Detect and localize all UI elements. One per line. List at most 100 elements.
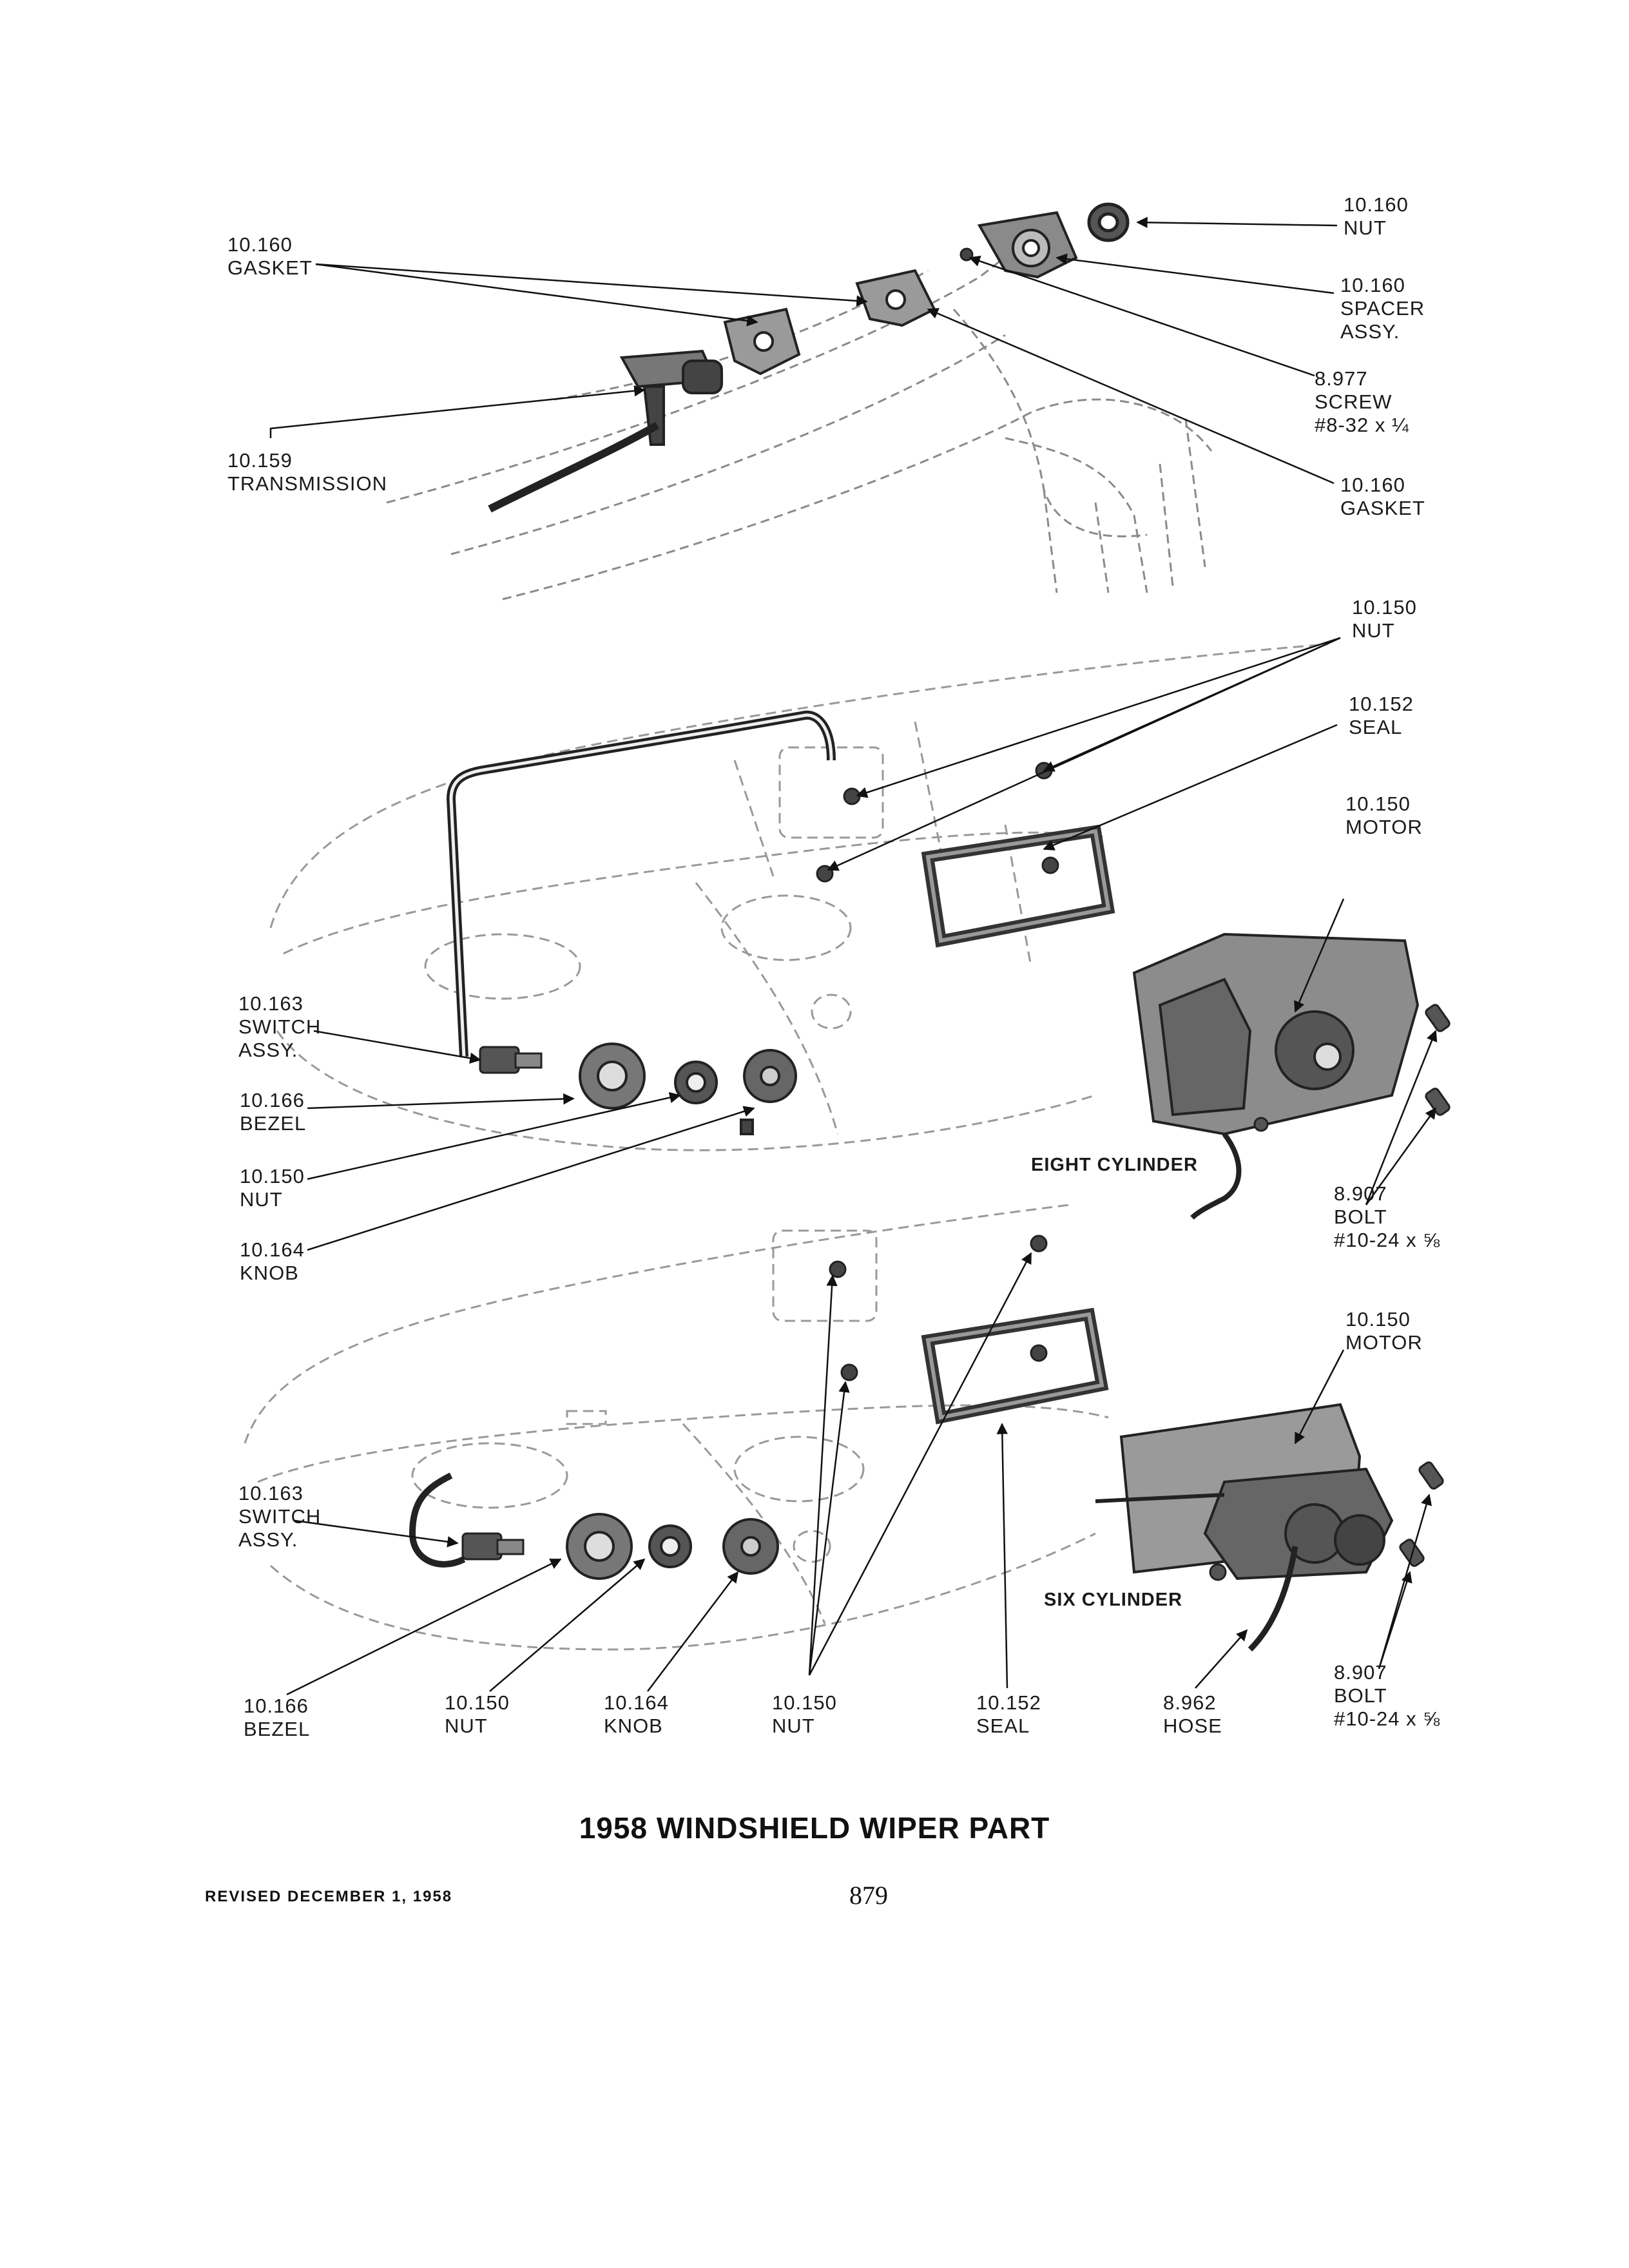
label-motor-eight: 10.150 MOTOR: [1345, 793, 1423, 839]
hose-six: [409, 1472, 466, 1568]
part-number: 10.150: [772, 1691, 837, 1714]
nuts-six: [829, 1235, 1048, 1381]
part-name: MOTOR: [1345, 1331, 1423, 1354]
caption-six-cylinder: SIX CYLINDER: [1044, 1588, 1182, 1611]
part-number: 10.150: [1345, 1308, 1411, 1331]
part-name: KNOB: [240, 1262, 299, 1284]
part-number: 8.907: [1334, 1661, 1387, 1684]
switch-six-part: [461, 1532, 525, 1561]
part-number: 10.160: [227, 233, 293, 256]
label-transmission: 10.159 TRANSMISSION: [227, 449, 387, 495]
part-name: NUT: [445, 1715, 488, 1737]
caption-eight-cylinder: EIGHT CYLINDER: [1031, 1153, 1198, 1177]
dash-outline-eight: [269, 643, 1328, 1151]
label-bezel-eight: 10.166 BEZEL: [240, 1089, 306, 1135]
part-name: MOTOR: [1345, 816, 1423, 838]
gasket-2: [855, 269, 936, 327]
transmission-part: [488, 349, 723, 513]
part-number: 10.150: [240, 1165, 305, 1187]
part-name: BOLT: [1334, 1206, 1387, 1228]
bezel-eight-part: [579, 1043, 646, 1110]
part-name: GASKET: [227, 256, 313, 279]
knob-eight-part: [740, 1049, 797, 1135]
part-name: SWITCH: [238, 1505, 322, 1528]
part-name: SWITCH: [238, 1015, 322, 1038]
part-name: SEAL: [976, 1715, 1030, 1737]
page-number: 879: [849, 1881, 888, 1910]
label-nut-mid: 10.150 NUT: [1352, 596, 1417, 642]
part-number: 10.160: [1340, 274, 1405, 296]
part-name: SPACER: [1340, 297, 1425, 320]
part-name: HOSE: [1163, 1715, 1222, 1737]
label-bezel-bottom: 10.166 BEZEL: [244, 1695, 310, 1741]
part-number: 10.152: [1349, 693, 1414, 715]
seal-eight-part: [921, 824, 1115, 948]
part-spec: #10-24 x ⅝: [1334, 1229, 1441, 1251]
part-number: 10.164: [240, 1238, 305, 1261]
label-nut-bottom-2: 10.150 NUT: [772, 1691, 837, 1738]
label-switch-six: 10.163 SWITCH ASSY.: [238, 1482, 321, 1552]
part-name: BEZEL: [244, 1718, 311, 1740]
part-name: KNOB: [604, 1715, 663, 1737]
part-number: 8.977: [1315, 367, 1368, 390]
label-bolt-six: 8.907 BOLT #10-24 x ⅝: [1334, 1661, 1440, 1731]
part-spec: #10-24 x ⅝: [1334, 1707, 1441, 1730]
label-knob-bottom: 10.164 KNOB: [604, 1691, 669, 1738]
label-bolt-eight: 8.907 BOLT #10-24 x ⅝: [1334, 1182, 1440, 1252]
part-name: SCREW: [1315, 390, 1393, 413]
part-name: ASSY.: [1340, 320, 1400, 343]
part-number: 10.160: [1340, 474, 1405, 496]
label-hose-bottom: 8.962 HOSE: [1163, 1691, 1222, 1738]
label-screw: 8.977 SCREW #8-32 x ¼: [1315, 367, 1409, 437]
label-motor-six: 10.150 MOTOR: [1345, 1308, 1423, 1354]
part-name: GASKET: [1340, 497, 1425, 519]
part-number: 10.150: [445, 1691, 510, 1714]
windshield-hose-eight-inner: [449, 713, 833, 1057]
nuts-eight: [816, 762, 1059, 883]
nut-top-part: [1087, 202, 1130, 242]
part-number: 10.166: [240, 1089, 305, 1111]
part-number: 8.962: [1163, 1691, 1217, 1714]
bezel-six-part: [566, 1513, 633, 1580]
part-number: 10.159: [227, 449, 293, 472]
label-nut-eight: 10.150 NUT: [240, 1165, 305, 1211]
part-name: NUT: [240, 1188, 283, 1211]
part-name: NUT: [1344, 216, 1387, 239]
label-switch-eight: 10.163 SWITCH ASSY.: [238, 992, 321, 1062]
part-name: ASSY.: [238, 1528, 298, 1551]
part-number: 10.150: [1352, 596, 1417, 619]
part-name: TRANSMISSION: [227, 472, 387, 495]
motor-eight-part: [1132, 932, 1420, 1220]
leader-lines: [269, 216, 1438, 1696]
spacer-assy-part: [977, 211, 1078, 279]
part-number: 10.160: [1344, 193, 1409, 216]
knob-six-part: [722, 1518, 779, 1575]
revision-date: REVISED DECEMBER 1, 1958: [205, 1888, 453, 1905]
label-gasket-top-left: 10.160 GASKET: [227, 233, 313, 280]
bolts-eight: [1253, 1004, 1451, 1132]
part-name: NUT: [1352, 619, 1395, 642]
switch-eight-part: [479, 1046, 543, 1074]
part-spec: #8-32 x ¼: [1315, 414, 1409, 436]
part-name: BEZEL: [240, 1112, 307, 1135]
part-number: 10.166: [244, 1695, 309, 1717]
part-name: BOLT: [1334, 1684, 1387, 1707]
dash-outline-six: [244, 1204, 1109, 1651]
gasket-1: [723, 307, 801, 376]
label-spacer-assy: 10.160 SPACER ASSY.: [1340, 274, 1425, 343]
part-name: ASSY.: [238, 1039, 298, 1061]
motor-six-part: [1095, 1403, 1394, 1652]
nut-six-part: [648, 1524, 692, 1568]
section-caption: SIX CYLINDER: [1044, 1590, 1183, 1610]
label-knob-eight: 10.164 KNOB: [240, 1238, 305, 1285]
label-nut-bottom-1: 10.150 NUT: [445, 1691, 510, 1738]
label-seal-bottom: 10.152 SEAL: [976, 1691, 1041, 1738]
cowl-outline-top: [386, 237, 1213, 601]
part-number: 10.152: [976, 1691, 1041, 1714]
part-number: 10.164: [604, 1691, 669, 1714]
nut-eight-part: [674, 1061, 718, 1104]
seal-six-part: [921, 1307, 1109, 1425]
label-nut-top: 10.160 NUT: [1344, 193, 1409, 240]
part-name: SEAL: [1349, 716, 1403, 738]
